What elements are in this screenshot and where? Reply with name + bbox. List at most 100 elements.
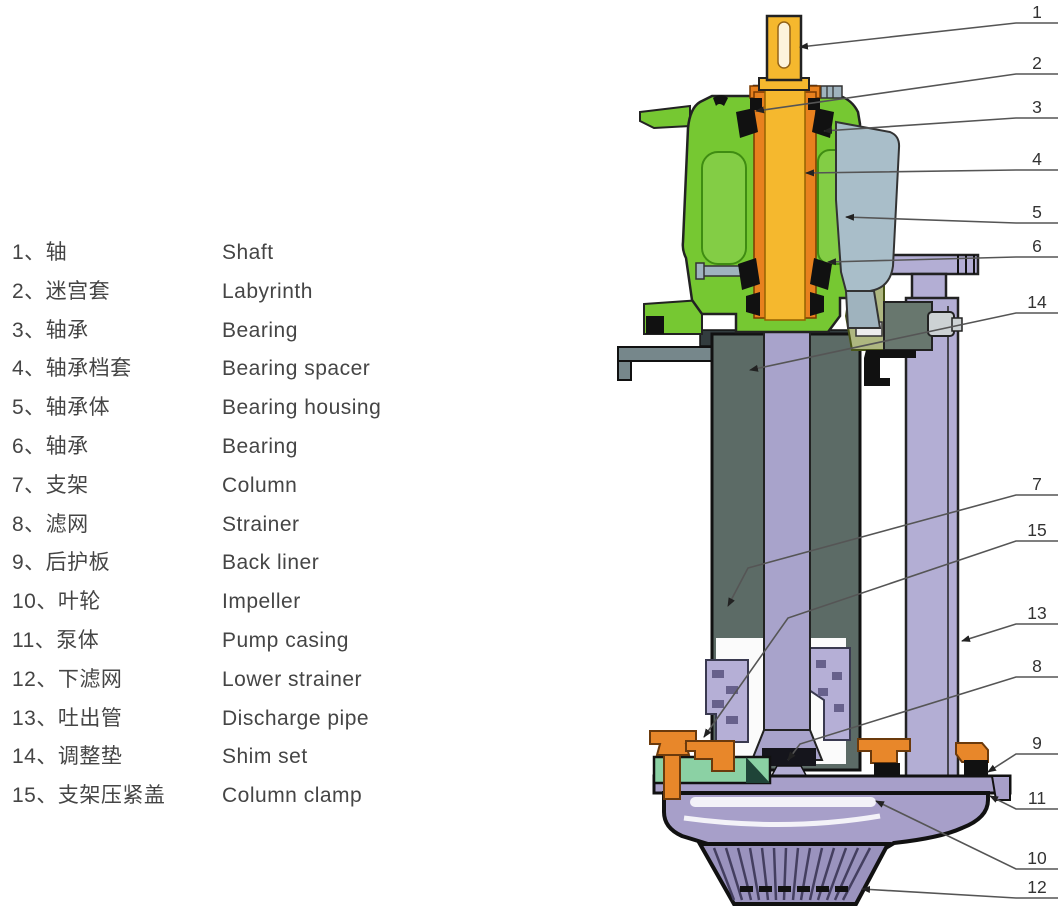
callout-number-13: 13	[1027, 603, 1046, 623]
legend-zh-label: 9、后护板	[12, 551, 111, 575]
leader-9	[987, 753, 1058, 773]
bracket-bolt	[927, 311, 955, 337]
legend-zh-label: 8、滤网	[12, 512, 89, 536]
legend-en-label: Strainer	[222, 512, 300, 536]
legend-en-label: Column	[222, 473, 298, 497]
side-bolt	[701, 265, 743, 277]
side-bolt-head	[695, 262, 705, 280]
callout-number-4: 4	[1032, 149, 1042, 169]
clamp-hook	[864, 350, 916, 386]
legend-zh-label: 13、吐出管	[12, 706, 123, 730]
legend-row: 10、叶轮 Impeller	[12, 583, 442, 622]
legend-zh-label: 14、调整垫	[12, 745, 123, 769]
bearing-housing-bell	[835, 120, 901, 292]
legend-row: 8、滤网 Strainer	[12, 506, 442, 545]
legend-zh-label: 5、轴承体	[12, 396, 111, 420]
green-left-arm	[639, 104, 691, 130]
callout-number-11: 11	[1028, 788, 1046, 808]
shaft-core	[764, 85, 806, 321]
leader-12	[861, 885, 1058, 899]
liner-slot	[726, 686, 738, 694]
pipe-bracket	[883, 301, 933, 351]
callout-number-9: 9	[1032, 733, 1042, 753]
legend-row: 11、泵体 Pump casing	[12, 622, 442, 661]
leader-14	[749, 312, 1058, 372]
legend-row: 15、支架压紧盖 Column clamp	[12, 777, 442, 816]
arm-hook	[713, 95, 728, 106]
legend-en-label: Pump casing	[222, 628, 349, 652]
t-bolt-right-head	[955, 742, 989, 763]
legend-row: 2、迷宫套 Labyrinth	[12, 273, 442, 312]
leader-7	[727, 494, 1058, 607]
legend-zh-label: 1、轴	[12, 241, 68, 264]
pump-casing-assembly	[652, 774, 1012, 851]
orange-elbow	[685, 740, 735, 772]
legend-en-label: Column clamp	[222, 784, 363, 808]
legend-en-label: Bearing	[222, 434, 298, 458]
t-bolt-left-head	[649, 730, 697, 756]
leader-15	[703, 540, 1058, 738]
callout-leaders	[703, 22, 1058, 899]
legend-en-label: Bearing spacer	[222, 357, 371, 381]
liner-slot	[834, 704, 844, 712]
legend-en-label: Impeller	[222, 590, 301, 614]
discharge-pipe	[904, 296, 960, 786]
inner-shaft-assembly	[750, 317, 824, 791]
legend-en-label: Back liner	[222, 551, 320, 575]
lower-strainer-assembly	[696, 842, 892, 906]
drive-shaft-lower	[763, 317, 811, 739]
legend-zh-label: 11、泵体	[12, 628, 100, 652]
legend-en-label: Bearing housing	[222, 396, 382, 420]
mounting-plate-lip	[617, 360, 632, 381]
callout-number-6: 6	[1032, 236, 1042, 256]
leader-13	[961, 623, 1058, 642]
callout-numbers: 1 2 3 4 5 6 14 7 15 13 8 9 11 10 12	[1027, 2, 1047, 897]
legend-zh-label: 10、叶轮	[12, 590, 101, 614]
legend-en-label: Discharge pipe	[222, 706, 370, 730]
bearing-upper-left	[736, 108, 758, 138]
t-bolt-right-nut	[964, 760, 988, 775]
legend-row: 3、轴承 Bearing	[12, 312, 442, 351]
legend-en-label: Labyrinth	[222, 279, 313, 303]
volute-channel	[690, 797, 876, 807]
legend-zh-label: 2、迷宫套	[12, 279, 111, 303]
callout-number-3: 3	[1032, 97, 1042, 117]
legend-zh-label: 3、轴承	[12, 318, 89, 342]
liner-slot	[816, 660, 826, 668]
seal-upper-right	[808, 98, 820, 110]
green-boss-left	[701, 151, 747, 265]
bearing-lower-right	[810, 258, 832, 290]
legend-zh-label: 15、支架压紧盖	[12, 784, 166, 808]
t-bolt-mid-head	[857, 738, 911, 764]
casing-rim-right	[990, 775, 1011, 801]
callout-number-2: 2	[1032, 53, 1042, 73]
callout-number-1: 1	[1032, 2, 1042, 22]
strainer-dashes	[740, 886, 848, 892]
discharge-pipe-assembly	[844, 253, 980, 786]
bearing-lower-left	[738, 258, 760, 290]
callout-number-8: 8	[1032, 656, 1042, 676]
leader-2	[755, 73, 1058, 114]
legend-zh-label: 4、轴承档套	[12, 357, 132, 381]
leader-3	[823, 117, 1058, 134]
callout-number-10: 10	[1027, 848, 1047, 868]
liner-slot	[832, 672, 842, 680]
leader-10	[875, 800, 1058, 870]
seal-lower-right	[810, 292, 824, 316]
legend-row: 4、轴承档套 Bearing spacer	[12, 350, 442, 389]
legend-row: 5、轴承体 Bearing housing	[12, 389, 442, 428]
leader-6	[827, 256, 1058, 266]
leader-8	[787, 676, 1058, 761]
callout-number-5: 5	[1032, 202, 1042, 222]
seal-lower-left	[746, 292, 760, 316]
liner-slot	[712, 700, 724, 708]
legend-en-label: Bearing	[222, 318, 298, 342]
mounting-plate	[617, 346, 717, 362]
